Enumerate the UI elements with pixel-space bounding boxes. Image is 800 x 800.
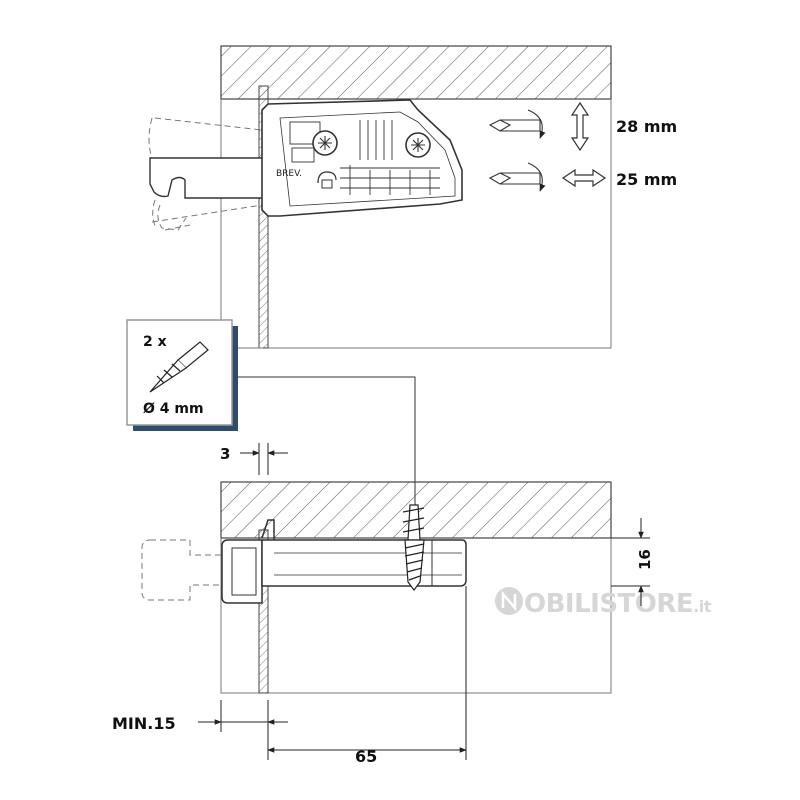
adjust-screw-height[interactable] (312, 130, 338, 156)
dim-height-label: 16 (636, 549, 654, 570)
watermark-logo: OBILISTORE.it (495, 587, 712, 619)
screw-quantity: 2 x (143, 334, 167, 350)
hinge-arm (149, 157, 269, 199)
rotate-arrow-icon (527, 162, 546, 192)
hinge-body (261, 99, 463, 217)
screwdriver-icon (488, 119, 541, 132)
ghost-hinge (148, 117, 263, 231)
wood-screw (402, 504, 425, 591)
leader-line (237, 376, 416, 510)
vertical-arrow-icon (570, 101, 590, 152)
ghost-plate (141, 539, 223, 601)
bottom-view: OBILISTORE.it (141, 481, 712, 694)
adjust-depth-value: 25 mm (616, 170, 677, 189)
screw-icon (149, 341, 209, 393)
dim-min-offset-label: MIN.15 (112, 714, 176, 733)
screw-diameter: Ø 4 mm (143, 401, 204, 417)
watermark-text: OBILISTORE.it (524, 589, 712, 619)
bottom-side-panel (258, 529, 269, 694)
mounting-plate (221, 519, 275, 604)
screw-box: 2 x Ø 4 mm (126, 319, 238, 431)
top-panel (220, 45, 612, 100)
part-marking: BREV. (276, 169, 302, 179)
dimension-height (611, 518, 650, 606)
base-body (261, 539, 467, 587)
dimension-min-offset (198, 700, 288, 732)
screwdriver-icon (488, 172, 541, 185)
dimension-length (267, 586, 467, 760)
dim-gap-label: 3 (220, 445, 230, 463)
adjust-screw-depth[interactable] (405, 132, 431, 158)
horizontal-arrow-icon (561, 168, 607, 188)
watermark-suffix: .it (693, 597, 712, 616)
dim-length-label: 65 (355, 747, 377, 766)
side-panel (258, 85, 269, 349)
top-view: BREV. 28 mm 25 mm (148, 45, 677, 349)
rotate-arrow-icon (527, 109, 546, 139)
adjust-height-value: 28 mm (616, 117, 677, 136)
dimension-gap (240, 443, 288, 475)
